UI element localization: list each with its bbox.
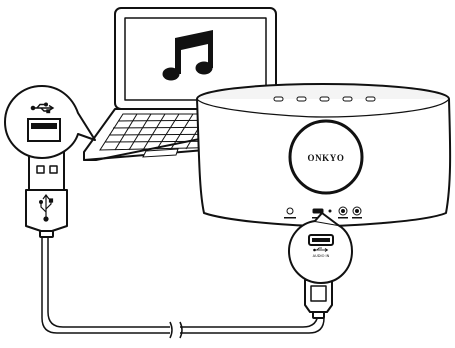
connector-jack (286, 207, 294, 215)
speaker-brand-logo: ONKYO (307, 153, 344, 163)
top-button (342, 96, 353, 102)
usb-a-plug (25, 149, 68, 238)
usb-icon (313, 247, 329, 252)
speaker-rear-panel (286, 206, 362, 216)
laptop (83, 7, 299, 161)
laptop-screen (124, 17, 267, 101)
audio-in-label: AUDIO IN (313, 254, 330, 258)
cable-break (169, 321, 183, 339)
usb-cable (41, 230, 325, 334)
top-button (319, 96, 330, 102)
laptop-touchpad (142, 148, 179, 158)
top-button (365, 96, 376, 102)
usb-port-callout (4, 85, 96, 159)
audio-in-callout: AUDIO IN (288, 212, 353, 284)
music-note-icon (162, 30, 213, 81)
usb-a-port (27, 118, 61, 142)
usb-icon (30, 102, 55, 114)
usb-port (312, 208, 324, 214)
speaker-top-buttons (273, 96, 376, 102)
top-button (296, 96, 307, 102)
speaker-grille (288, 119, 364, 195)
top-button (273, 96, 284, 102)
callout-bubble (288, 220, 353, 284)
usb-icon (38, 194, 54, 222)
